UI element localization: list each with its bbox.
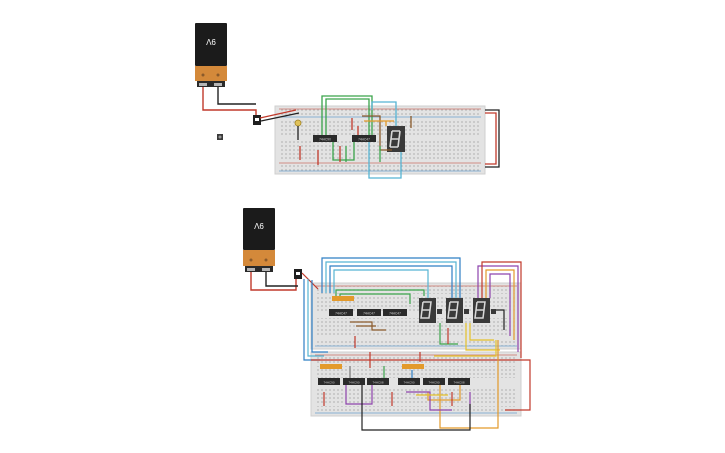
wires-1: [297, 95, 500, 179]
resistor-array-top: [332, 296, 354, 301]
battery-2-label: 9V: [253, 221, 263, 230]
chip-2-lower-5-label: 74HC90: [428, 381, 439, 385]
wires-2: [303, 257, 531, 431]
battery-1[interactable]: 9V: [195, 23, 227, 87]
chip-2-lower-4-label: 74HC90: [403, 381, 414, 385]
chip-2-upper-2[interactable]: [357, 309, 381, 316]
battery-1-label: 9V: [205, 37, 215, 46]
chip-2-lower-2-label: 74HC90: [348, 381, 359, 385]
chip-2-upper-1-label: 74HC47: [335, 312, 347, 316]
chip-1b-label: 74HC47: [358, 138, 370, 142]
seven-seg-display-2c[interactable]: [473, 298, 490, 323]
chip-1a[interactable]: [313, 135, 337, 142]
chip-2-lower-6[interactable]: [448, 378, 470, 385]
chip-2-upper-2-label: 74HC47: [363, 312, 375, 316]
led-1[interactable]: [294, 119, 302, 127]
chip-2-upper-3[interactable]: [383, 309, 407, 316]
chip-1a-label: 74HC90: [319, 138, 331, 142]
seven-seg-display-2a[interactable]: [419, 298, 436, 323]
seven-seg-display-1[interactable]: [387, 126, 405, 152]
circuit-2: 9V 74HC47 74HC47 74HC47 74HC90 74HC90 74…: [243, 208, 531, 431]
chip-1b[interactable]: [352, 135, 376, 142]
chip-2-lower-1[interactable]: [318, 378, 340, 385]
resistor-array-bottom-1: [320, 364, 342, 369]
pushbutton-1[interactable]: [217, 134, 223, 140]
chip-2-lower-5[interactable]: [423, 378, 445, 385]
chip-2-lower-2[interactable]: [343, 378, 365, 385]
chip-2-upper-3-label: 74HC47: [389, 312, 401, 316]
seven-seg-display-2b[interactable]: [446, 298, 463, 323]
circuit-1: 9V 74HC90 74HC47: [195, 23, 500, 179]
chip-2-lower-6-label: 74HC08: [453, 381, 464, 385]
resistor-array-bottom-2: [402, 364, 424, 369]
chip-2-upper-1[interactable]: [329, 309, 353, 316]
chip-2-lower-3-label: 74HC08: [372, 381, 383, 385]
chip-2-lower-3[interactable]: [367, 378, 389, 385]
battery-2[interactable]: 9V: [243, 208, 275, 272]
chip-2-lower-4[interactable]: [398, 378, 420, 385]
chip-2-lower-1-label: 74HC90: [323, 381, 334, 385]
